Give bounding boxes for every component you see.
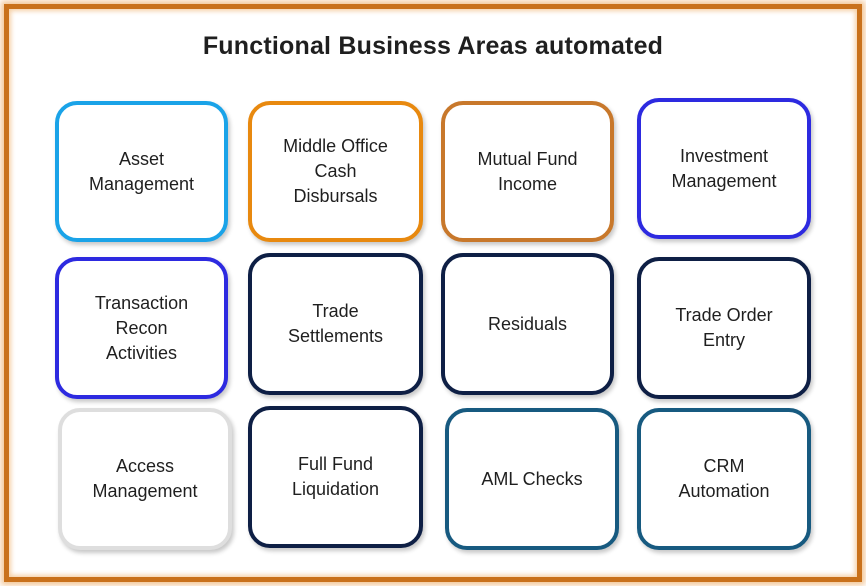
area-label: Middle Office Cash Disbursals — [283, 136, 388, 206]
area-tile-residuals: Residuals — [441, 253, 614, 395]
area-label: Access Management — [92, 456, 198, 501]
area-tile-investment-management: Investment Management — [637, 98, 811, 239]
area-tile-middle-office-cash-disbursals: Middle Office Cash Disbursals — [248, 101, 423, 242]
area-label: CRM Automation — [678, 456, 770, 501]
diagram-title: Functional Business Areas automated — [202, 32, 664, 60]
area-tile-access-management: Access Management — [58, 408, 232, 550]
area-tile-mutual-fund-income: Mutual Fund Income — [441, 101, 614, 242]
area-tile-trade-order-entry: Trade Order Entry — [637, 257, 811, 399]
area-tile-transaction-recon-activities: Transaction Recon Activities — [55, 257, 228, 399]
area-label: Full Fund Liquidation — [291, 454, 380, 499]
area-label: Trade Order Entry — [675, 305, 773, 350]
area-label: Asset Management — [88, 148, 195, 194]
area-tile-trade-settlements: Trade Settlements — [248, 253, 423, 395]
area-label: Transaction Recon Activities — [94, 292, 189, 363]
area-label: Residuals — [487, 313, 568, 334]
area-label: AML Checks — [481, 468, 583, 489]
area-tile-asset-management: Asset Management — [55, 101, 228, 242]
area-label: Investment Management — [671, 145, 777, 191]
area-tile-crm-automation: CRM Automation — [637, 408, 811, 550]
area-label: Trade Settlements — [287, 301, 384, 346]
area-label: Mutual Fund Income — [477, 148, 578, 194]
area-tile-full-fund-liquidation: Full Fund Liquidation — [248, 406, 423, 548]
area-tile-aml-checks: AML Checks — [445, 408, 619, 550]
